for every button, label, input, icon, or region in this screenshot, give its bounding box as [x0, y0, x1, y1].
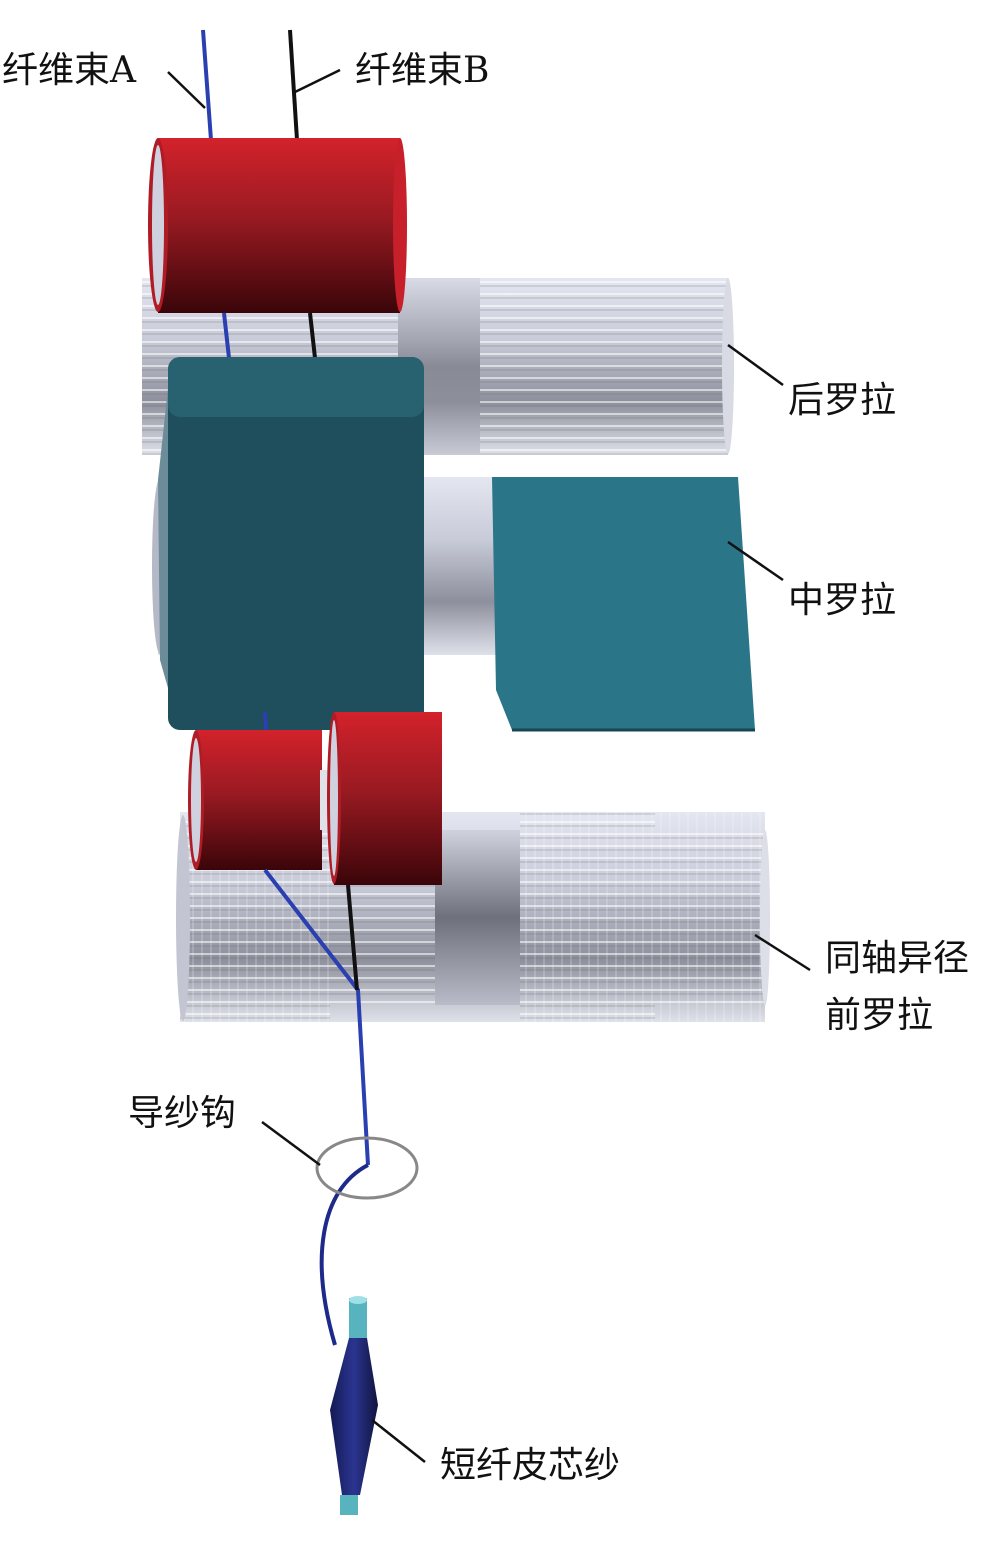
fiber-bundle-a-strand [222, 312, 231, 359]
back-top-roller [148, 138, 407, 313]
label-core-sheath-yarn: 短纤皮芯纱 [440, 1445, 620, 1486]
front-top-roller-left [188, 730, 322, 870]
middle-apron-left [158, 357, 424, 730]
label-back-roller: 后罗拉 [788, 380, 896, 421]
label-fiber-bundle-b: 纤维束B [355, 50, 489, 91]
fiber-bundle-a-strand [263, 711, 268, 731]
middle-apron-right [492, 477, 755, 730]
core-sheath-yarn-body [330, 1296, 378, 1515]
fiber-bundle-b-strand [346, 884, 359, 991]
fiber-bundle-b-strand [288, 29, 299, 141]
fiber-bundle-a-strand [201, 29, 213, 141]
yarn-guide-ring [315, 1136, 419, 1200]
front-top-roller-right [327, 712, 442, 885]
combined-yarn [319, 1163, 369, 1346]
label-front-roller-line1: 同轴异径 [825, 938, 969, 979]
label-yarn-guide: 导纱钩 [128, 1093, 236, 1134]
fiber-bundle-b-strand [308, 312, 317, 359]
fiber-bundle-a-strand [263, 868, 370, 1166]
label-fiber-bundle-a: 纤维束A [2, 50, 137, 91]
label-middle-roller: 中罗拉 [788, 580, 896, 621]
label-front-roller-line2: 前罗拉 [825, 995, 933, 1036]
